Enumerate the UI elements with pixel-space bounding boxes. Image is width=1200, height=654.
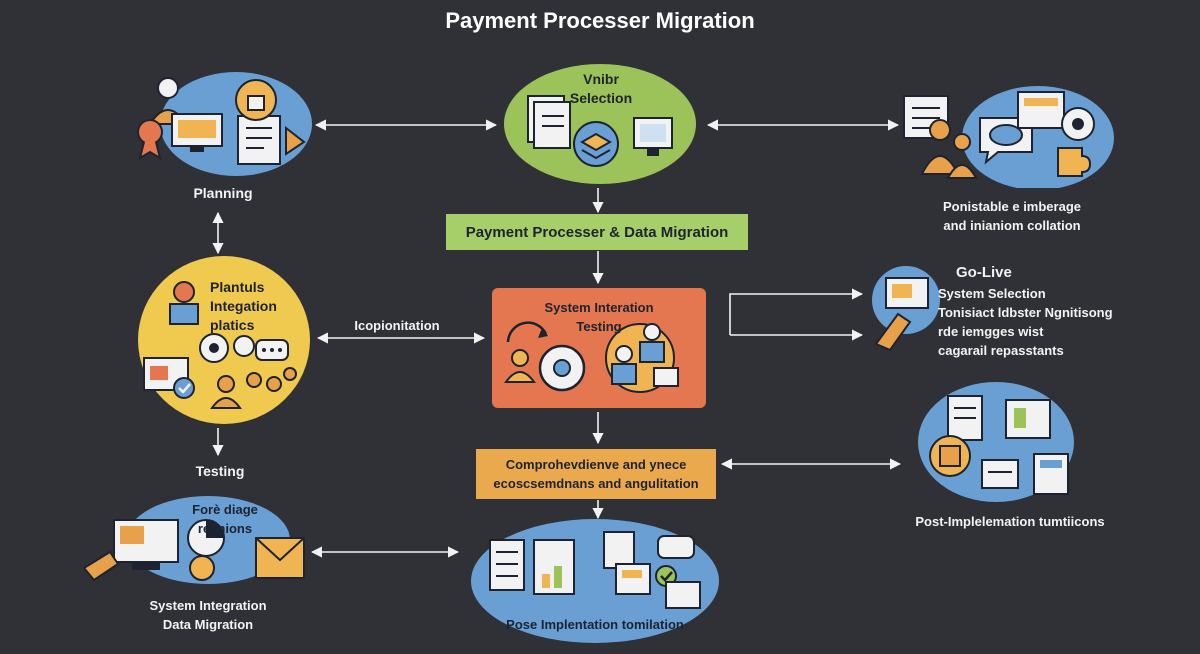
testing-label: Testing	[195, 463, 245, 479]
gear-icon	[199, 333, 255, 363]
envelope-icon	[255, 537, 305, 579]
calculator-icon	[1033, 453, 1069, 495]
document-stack-icon	[527, 95, 571, 149]
person-at-desk-icon	[169, 281, 199, 325]
integration-testing-label: System Interation Testing	[544, 300, 654, 334]
pose-implementation-illustration	[471, 519, 719, 643]
plantuls-illustration	[138, 256, 310, 424]
diagram-title: Payment Processer Migration	[445, 8, 755, 33]
bottom-left-caption: System Integration Data Migration	[149, 598, 267, 632]
system-integration-testing-box: System Interation Testing	[492, 288, 706, 408]
planning-illustration	[137, 72, 312, 176]
gear-icon	[538, 344, 586, 392]
checklist-icon	[489, 539, 525, 591]
chat-icon	[255, 339, 289, 361]
post-implementation-illustration	[918, 382, 1074, 502]
top-right-illustration	[903, 86, 1114, 188]
chip-icon	[929, 435, 971, 477]
arrow-testing-golive	[729, 288, 864, 335]
document-icon	[237, 115, 281, 165]
pointer-icon	[285, 125, 306, 156]
network-nodes-icon	[246, 367, 297, 392]
comprehensive-box: Comprohevdienve and ynece ecoscsemdnans …	[476, 449, 716, 499]
post-implementation-caption: Post-Implelemation tumtiicons	[915, 514, 1105, 529]
go-live-title: Go-Live	[956, 264, 1012, 281]
plantuls-label: Plantuls Integation platics	[210, 279, 277, 333]
laptop-icon	[113, 519, 179, 570]
checklist-icon	[947, 395, 983, 441]
badge-icon	[137, 119, 163, 161]
report-icon	[1017, 91, 1065, 129]
top-right-caption: Ponistable e imberage and inianiom colla…	[943, 199, 1081, 233]
go-live-illustration	[872, 266, 940, 352]
payment-data-migration-box: Payment Processer & Data Migration	[446, 214, 748, 250]
calendar-icon	[665, 581, 701, 609]
go-live-details: System Selection Tonisiact ldbster Ngnit…	[938, 286, 1113, 358]
fore-diage-label: Forè diage reenions	[192, 502, 258, 536]
document-icon	[533, 539, 575, 595]
implementation-arrow-label: Icopionitation	[354, 318, 440, 333]
check-circle-icon	[173, 377, 195, 399]
monitor-icon	[171, 113, 223, 152]
clipboard-icon	[603, 531, 651, 595]
padlock-badge-icon	[235, 79, 277, 121]
hand-icon	[874, 312, 912, 352]
fore-diage-illustration	[82, 496, 305, 584]
user-icon	[210, 375, 242, 409]
person-icon	[504, 349, 536, 383]
meeting-icon	[605, 323, 679, 393]
integration-testing-icons	[504, 321, 679, 393]
team-icon	[920, 119, 978, 179]
receipt-icon	[981, 459, 1019, 489]
desktop-icon	[633, 117, 673, 156]
chat-bubble-icon	[657, 535, 695, 559]
refresh-arrow-icon	[506, 321, 548, 343]
vendor-selection-illustration	[504, 64, 696, 184]
analytics-card-icon	[1005, 399, 1051, 439]
user-badge-icon	[189, 555, 215, 581]
settings-badge-icon	[1061, 107, 1095, 141]
pose-implementation-label: Pose Implentation tomilation	[506, 617, 684, 632]
hand-icon	[82, 550, 120, 582]
vendor-selection-label: Vnibr Selection	[569, 71, 633, 106]
layers-icon	[573, 121, 619, 167]
puzzle-icon	[1057, 147, 1092, 177]
planning-label: Planning	[193, 185, 253, 201]
